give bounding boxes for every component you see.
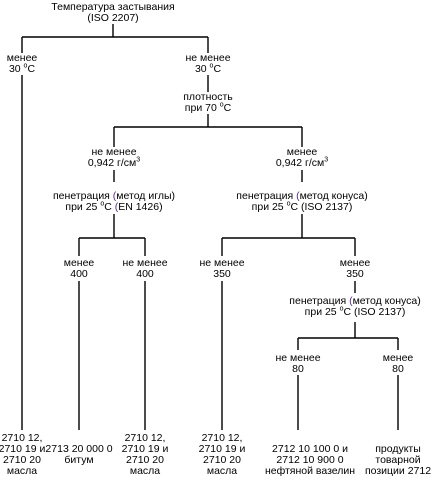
node-needle-penetration: пенетрация (метод иглы) при 25 oC (EN 14…: [53, 191, 175, 213]
node-needle-not-less-400: не менее 400: [122, 257, 168, 280]
leaf-oils-1: 2710 12, 2710 19 и 2710 20 масла: [0, 432, 46, 477]
leaf-heading-2712-line1: продукты: [375, 443, 421, 455]
leaf-oils-3-line1: 2710 12,: [201, 432, 243, 444]
leaf-oils-3: 2710 12, 2710 19 и 2710 20 масла: [198, 432, 246, 477]
node-density-ge-line1: не менее: [91, 146, 137, 158]
leaf-bitumen-line1: 2713 20 000 0: [45, 443, 113, 455]
node-cone-not-less-350: не менее 350: [199, 257, 245, 280]
node-needle-ge-400-line2: 400: [136, 268, 154, 280]
node-cone-penetration-2: пенетрация (метод конуса) при 25 oC (ISO…: [289, 295, 421, 318]
leaf-oils-1-line3: 2710 20: [3, 454, 41, 466]
leaf-oils-1-line1: 2710 12,: [1, 432, 43, 444]
node-less-than-30c: менее 30 oC: [6, 52, 38, 75]
node-needle-penetration-line1: пенетрация (метод иглы): [53, 190, 175, 202]
node-less-than-30c-line1: менее: [6, 52, 38, 64]
leaf-heading-2712-products: продукты товарной позиции 2712: [364, 443, 432, 477]
node-pour-point: Температура застывания (ISO 2207): [51, 1, 175, 24]
node-cone-penetration-2-line2: при 25 oC (ISO 2137): [304, 305, 406, 318]
leaf-oils-3-line4: масла: [206, 465, 238, 477]
node-cone2-not-less-80: не менее 80: [275, 352, 321, 375]
node-density-70c: плотность при 70 oC: [183, 92, 233, 114]
node-density-less-0942: менее 0,942 г/см3: [275, 146, 329, 169]
node-density-line2: при 70 oC: [184, 101, 232, 114]
leaf-heading-2712-line3: позиции 2712: [364, 465, 432, 477]
leaf-heading-2712-line2: товарной: [375, 454, 421, 466]
leaf-bitumen-line2: битум: [64, 454, 94, 466]
node-cone2-ge-80-line1: не менее: [275, 352, 321, 364]
node-density-ge-line2: 0,942 г/см3: [87, 156, 141, 169]
leaf-oils-2-line4: масла: [129, 465, 161, 477]
node-not-less-than-30c-line1: не менее: [185, 52, 231, 64]
node-not-less-than-30c-line2: 30 oC: [194, 62, 222, 75]
node-needle-less-400-line2: 400: [70, 268, 88, 280]
leaf-oils-2-line1: 2710 12,: [124, 432, 166, 444]
node-cone-penetration-1-line2: при 25 oC (ISO 2137): [251, 200, 353, 213]
node-cone-less-350-line1: менее: [339, 257, 371, 269]
node-needle-ge-400-line1: не менее: [122, 257, 168, 269]
node-needle-less-400: менее 400: [63, 257, 95, 280]
node-density-lt-line2: 0,942 г/см3: [275, 156, 329, 169]
node-cone2-ge-80-line2: 80: [292, 363, 304, 375]
node-density-not-less-0942: не менее 0,942 г/см3: [87, 146, 141, 169]
node-cone2-less-80-line1: менее: [382, 352, 414, 364]
node-density-lt-line1: менее: [286, 146, 318, 158]
node-cone-ge-350-line1: не менее: [199, 257, 245, 269]
node-cone-ge-350-line2: 350: [213, 268, 231, 280]
leaf-oils-2-line3: 2710 20: [126, 454, 164, 466]
node-pour-point-line2: (ISO 2207): [87, 12, 139, 24]
node-less-than-30c-line2: 30 oC: [8, 62, 36, 75]
leaf-oils-1-line4: масла: [6, 465, 38, 477]
node-cone2-less-80-line2: 80: [392, 363, 404, 375]
node-cone-less-350-line2: 350: [346, 268, 364, 280]
node-needle-penetration-line2: при 25 oC (EN 1426): [65, 200, 163, 213]
node-cone-penetration-1-line1: пенетрация (метод конуса): [236, 190, 368, 202]
leaf-oils-3-line3: 2710 20: [203, 454, 241, 466]
leaf-oils-1-line2: 2710 19 и: [0, 443, 46, 455]
node-cone-penetration-2-line1: пенетрация (метод конуса): [289, 295, 421, 307]
node-not-less-than-30c: не менее 30 oC: [185, 52, 231, 75]
leaf-oils-2: 2710 12, 2710 19 и 2710 20 масла: [121, 432, 169, 477]
leaf-petroleum-jelly-line1: 2712 10 100 0 и: [272, 443, 348, 455]
leaf-petroleum-jelly-line3: нефтяной вазелин: [264, 465, 356, 477]
leaf-petroleum-jelly-line2: 2712 10 900 0: [276, 454, 344, 466]
node-cone-penetration-1: пенетрация (метод конуса) при 25 oC (ISO…: [236, 190, 368, 213]
leaf-oils-3-line2: 2710 19 и: [198, 443, 246, 455]
leaf-oils-2-line2: 2710 19 и: [121, 443, 169, 455]
node-cone-less-350: менее 350: [339, 257, 371, 280]
node-pour-point-line1: Температура застывания: [51, 1, 175, 13]
node-cone2-less-80: менее 80: [382, 352, 414, 375]
leaf-petroleum-jelly: 2712 10 100 0 и 2712 10 900 0 нефтяной в…: [264, 443, 356, 477]
node-density-line1: плотность: [183, 91, 233, 103]
leaf-bitumen: 2713 20 000 0 битум: [45, 443, 113, 466]
node-needle-less-400-line1: менее: [63, 257, 95, 269]
